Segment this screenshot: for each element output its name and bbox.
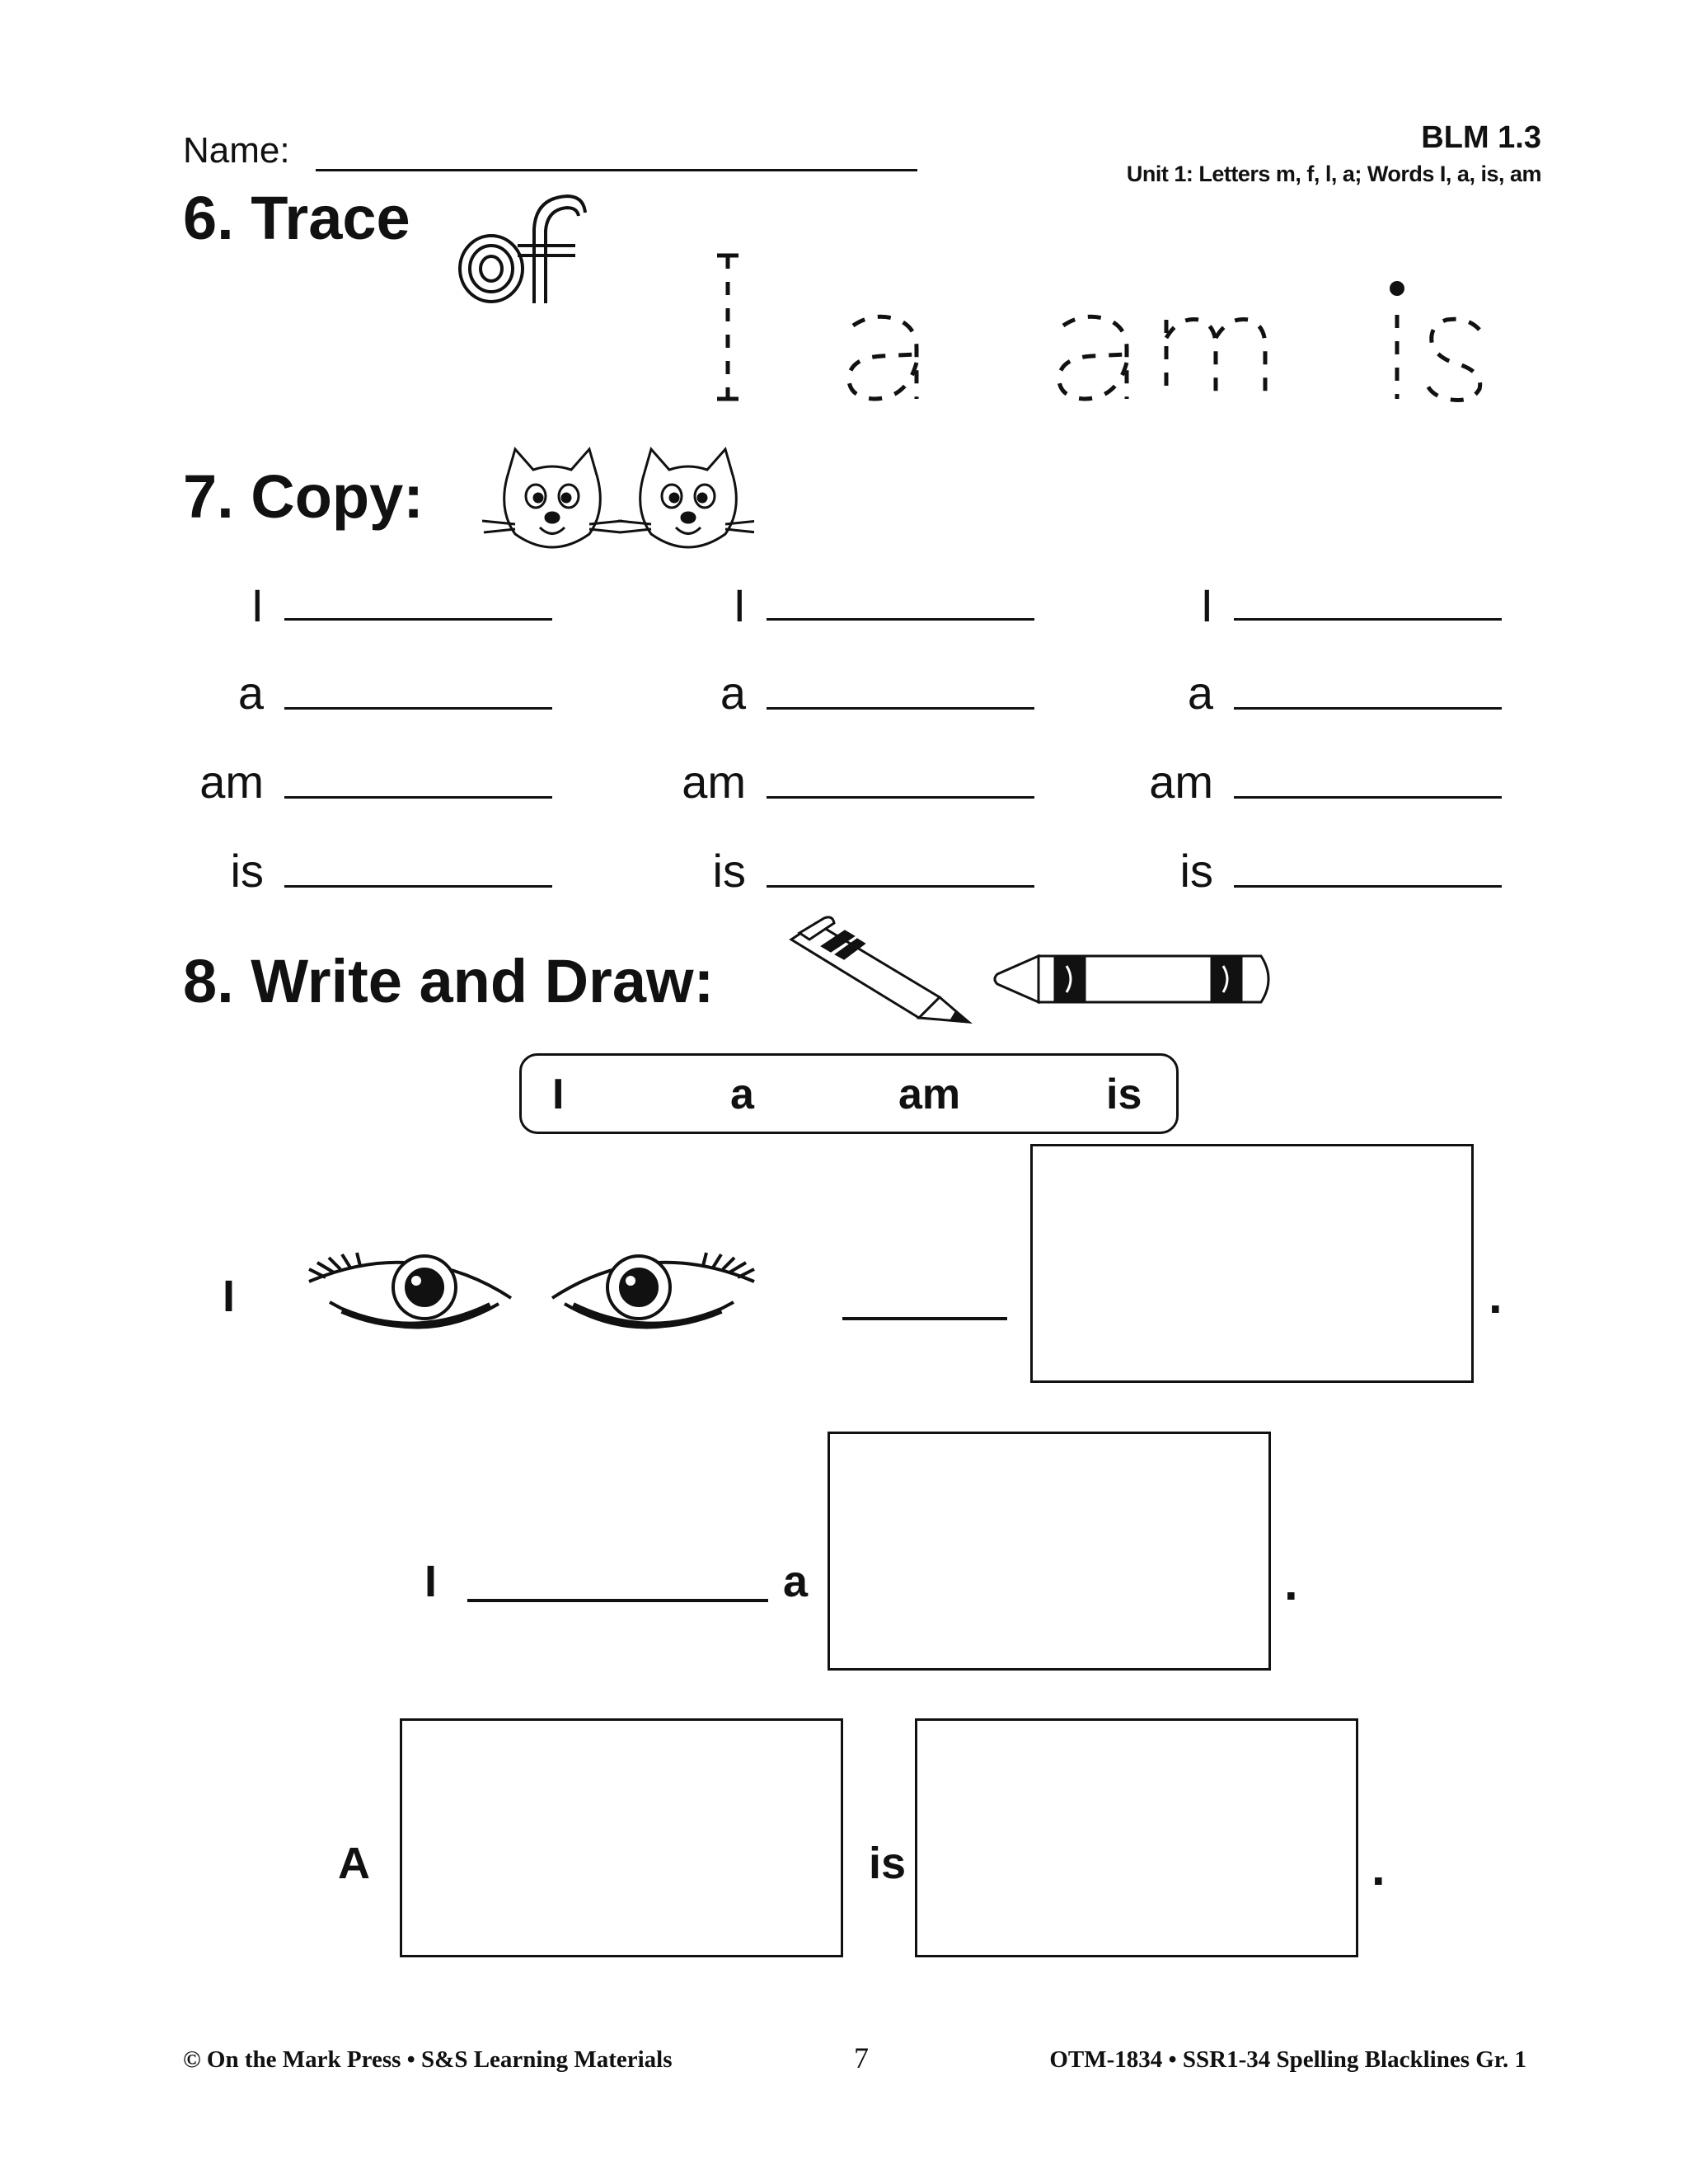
copy-word: I xyxy=(733,579,746,631)
trace-word-am xyxy=(1057,314,1268,401)
pencil-icon xyxy=(789,916,973,1024)
trace-word-a xyxy=(846,314,919,401)
trace-section-title: 6. Trace xyxy=(183,184,410,252)
sentence1-period: . xyxy=(1489,1268,1503,1324)
copy-word: am xyxy=(1149,756,1213,808)
footer-product-code: OTM-1834 • SSR1-34 Spelling Blacklines G… xyxy=(1049,2046,1526,2073)
copy-line[interactable] xyxy=(1234,618,1502,621)
sentence1-draw-box[interactable] xyxy=(1030,1144,1474,1383)
sentence2-draw-box[interactable] xyxy=(828,1432,1271,1671)
copy-word: is xyxy=(712,845,746,897)
sentence2-middle: a xyxy=(783,1557,809,1606)
crayon-icon xyxy=(993,954,1270,1005)
unit-subtitle: Unit 1: Letters m, f, l, a; Words I, a, … xyxy=(1126,162,1542,186)
of-sticker-icon xyxy=(458,194,587,303)
sentence3-draw-box-2[interactable] xyxy=(915,1718,1358,1957)
two-cats-icon xyxy=(481,446,754,549)
copy-word: I xyxy=(251,579,264,631)
copy-line[interactable] xyxy=(767,885,1034,888)
copy-word: is xyxy=(1179,845,1213,897)
write-draw-section-title: 8. Write and Draw: xyxy=(183,947,715,1015)
name-field-line[interactable] xyxy=(316,169,917,171)
copy-line[interactable] xyxy=(1234,885,1502,888)
sentence2-blank-line[interactable] xyxy=(467,1599,768,1602)
sentence2-start: I xyxy=(424,1557,438,1606)
copy-line[interactable] xyxy=(284,618,552,621)
copy-line[interactable] xyxy=(1234,796,1502,799)
word-bank-word: a xyxy=(730,1071,754,1118)
copy-line[interactable] xyxy=(284,885,552,888)
footer-copyright: © On the Mark Press • S&S Learning Mater… xyxy=(183,2046,673,2073)
copy-line[interactable] xyxy=(1234,707,1502,710)
sentence3-start: A xyxy=(338,1839,370,1888)
copy-word: a xyxy=(1187,667,1213,719)
word-bank-word: am xyxy=(898,1071,961,1118)
copy-word: a xyxy=(237,667,264,719)
word-bank-box xyxy=(519,1053,1179,1134)
name-label: Name: xyxy=(183,130,290,171)
copy-word: am xyxy=(682,756,746,808)
copy-line[interactable] xyxy=(767,707,1034,710)
trace-words xyxy=(717,253,1483,402)
copy-word: is xyxy=(230,845,264,897)
copy-line[interactable] xyxy=(284,796,552,799)
page-number: 7 xyxy=(854,2041,869,2074)
copy-line[interactable] xyxy=(767,796,1034,799)
copy-word: a xyxy=(720,667,746,719)
word-bank-word: is xyxy=(1106,1071,1142,1118)
sentence1-blank-line[interactable] xyxy=(842,1317,1007,1320)
sentence2-period: . xyxy=(1284,1555,1298,1610)
eyes-icon xyxy=(308,1252,755,1329)
sentence3-draw-box-1[interactable] xyxy=(400,1718,843,1957)
sentence3-middle: is xyxy=(869,1839,907,1888)
copy-word: I xyxy=(1200,579,1213,631)
sentence1-start: I xyxy=(223,1272,236,1321)
copy-line[interactable] xyxy=(767,618,1034,621)
blm-id: BLM 1.3 xyxy=(1421,120,1541,155)
word-bank-word: I xyxy=(552,1071,565,1118)
trace-word-is xyxy=(1395,315,1483,402)
copy-line[interactable] xyxy=(284,707,552,710)
copy-word: am xyxy=(199,756,264,808)
copy-section-title: 7. Copy: xyxy=(183,462,424,531)
sentence3-period: . xyxy=(1372,1840,1386,1896)
